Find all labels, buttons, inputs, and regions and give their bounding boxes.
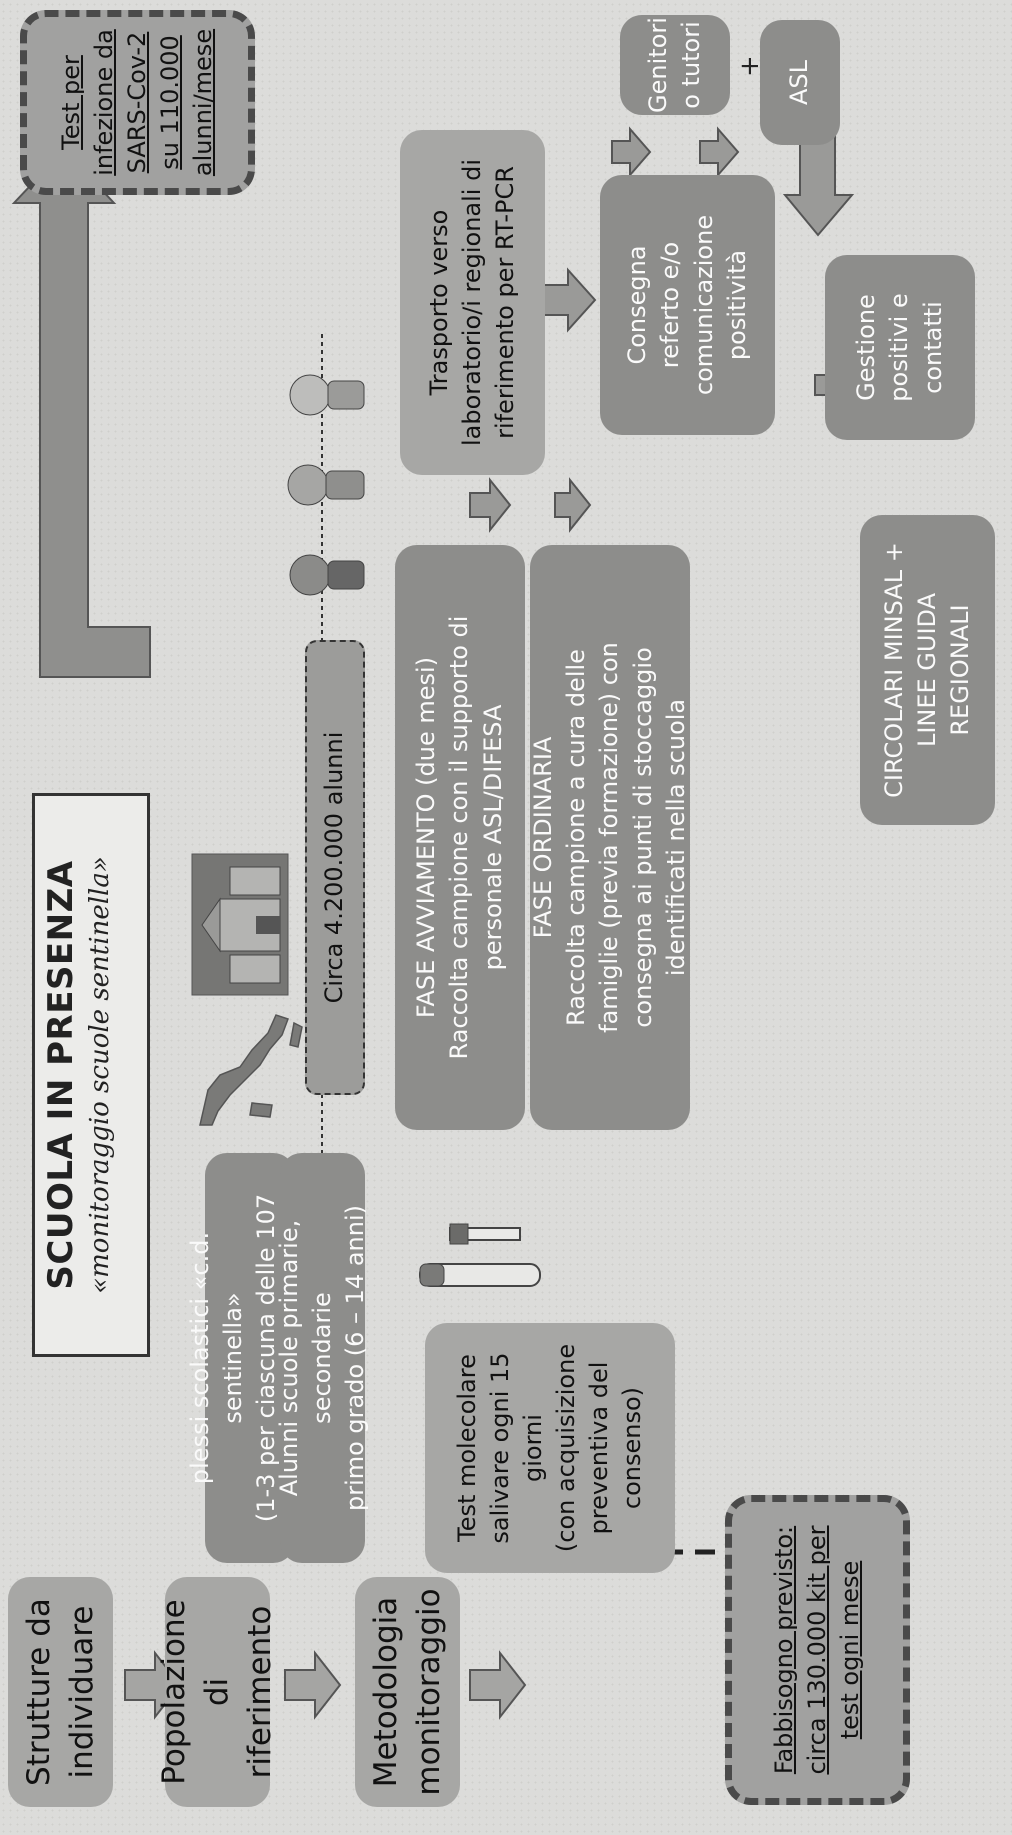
page-title: SCUOLA IN PRESENZA <box>41 860 81 1290</box>
box-fase-ordinaria: FASE ORDINARIA Raccolta campione a cura … <box>529 545 690 1130</box>
box-trasporto: Trasporto verso laboratorio/i regionali … <box>400 130 545 475</box>
saliva-kit-icon <box>419 1223 541 1287</box>
category-popolazione: Popolazione di riferimento <box>156 1577 278 1807</box>
arrow-fase-avviamento <box>469 477 512 533</box>
italy-map <box>199 1014 303 1126</box>
title-box: SCUOLA IN PRESENZA «monitoraggio scuole … <box>32 793 150 1357</box>
arrow-metodologia <box>469 1650 527 1720</box>
box-circolari: CIRCOLARI MINSAL + LINEE GUIDA REGIONALI <box>860 515 995 825</box>
arrow-fase-ordinaria <box>554 477 592 533</box>
category-metodologia: Metodologia monitoraggio <box>355 1577 460 1807</box>
box-circa-alunni: Circa 4.200.000 alunni <box>305 640 365 1095</box>
box-alunni-scuole: Alunni scuole primarie, secondarie primo… <box>275 1153 369 1563</box>
box-genitori: Genitori o tutori <box>620 15 730 115</box>
page-subtitle: «monitoraggio scuole sentinella» <box>85 856 115 1294</box>
arrow-to-consegna <box>541 267 597 333</box>
children-illustration <box>287 374 365 596</box>
main-flow-arrow <box>11 148 151 678</box>
category-strutture-tile: Strutture da individuare <box>8 1577 113 1807</box>
box-consegna: Consegna referto e/o comunicazione posit… <box>600 175 775 435</box>
box-test-infezione: Test per infezione da SARS-Cov-2 su 110.… <box>20 10 255 195</box>
box-asl: ASL <box>760 20 840 145</box>
box-fabbisogno: Fabbisogno previsto: circa 130.000 kit p… <box>725 1495 910 1805</box>
arrow-to-asl <box>699 126 740 178</box>
box-gestione: Gestione positivi e contatti <box>825 255 975 440</box>
box-fase-avviamento: FASE AVVIAMENTO (due mesi) Raccolta camp… <box>395 545 525 1130</box>
school-building-icon <box>191 853 289 996</box>
arrow-popolazione <box>284 1650 342 1720</box>
box-test-molecolare: Test molecolare salivare ogni 15 giorni … <box>425 1323 675 1573</box>
arrow-to-genitori <box>611 126 652 178</box>
